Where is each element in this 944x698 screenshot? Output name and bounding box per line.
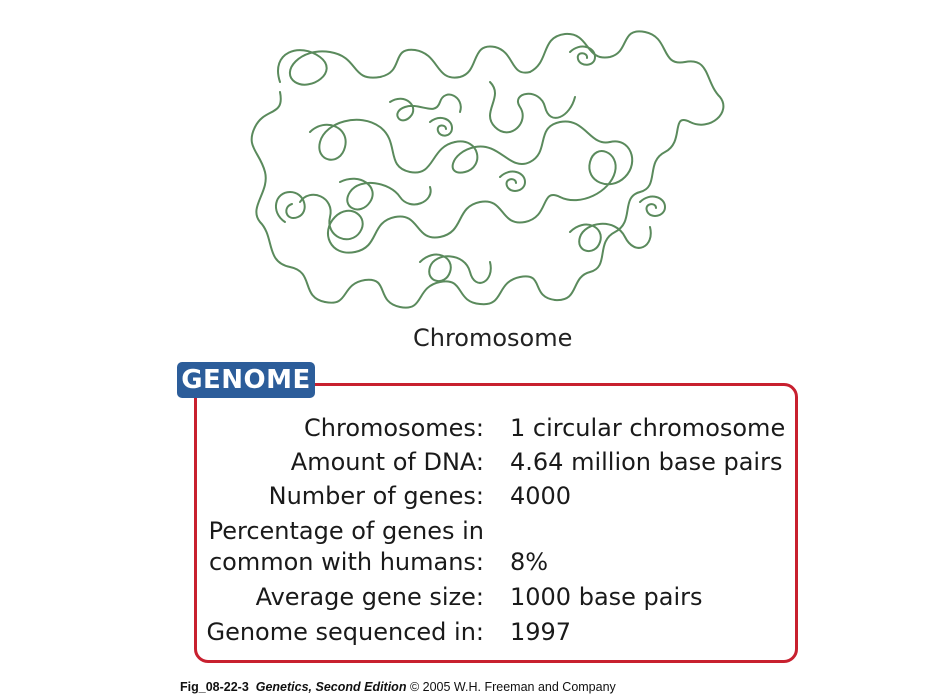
row-value: 1000 base pairs	[510, 583, 703, 611]
row-label: common with humans:	[208, 548, 484, 576]
copyright-notice: © 2005 W.H. Freeman and Company	[409, 680, 616, 694]
figure-id: Fig_08-22-3	[180, 680, 249, 694]
row-label: Average gene size:	[255, 583, 484, 611]
genome-box	[194, 383, 798, 663]
figure-caption: Fig_08-22-3 Genetics, Second Edition © 2…	[180, 680, 616, 694]
chromosome-illustration	[250, 30, 725, 309]
row-value: 1 circular chromosome	[510, 414, 786, 442]
genome-badge: GENOME	[177, 362, 315, 398]
row-label: Amount of DNA:	[290, 448, 484, 476]
row-label: Percentage of genes in	[208, 517, 484, 545]
row-value: 4000	[510, 482, 572, 510]
row-value: 1997	[510, 618, 572, 646]
row-value: 4.64 million base pairs	[510, 448, 783, 476]
chromosome-label: Chromosome	[413, 324, 573, 352]
row-label: Number of genes:	[268, 482, 484, 510]
book-title: Genetics, Second Edition	[255, 680, 407, 694]
row-value: 8%	[510, 548, 549, 576]
row-label: Genome sequenced in:	[206, 618, 484, 646]
row-label: Chromosomes:	[304, 414, 484, 442]
